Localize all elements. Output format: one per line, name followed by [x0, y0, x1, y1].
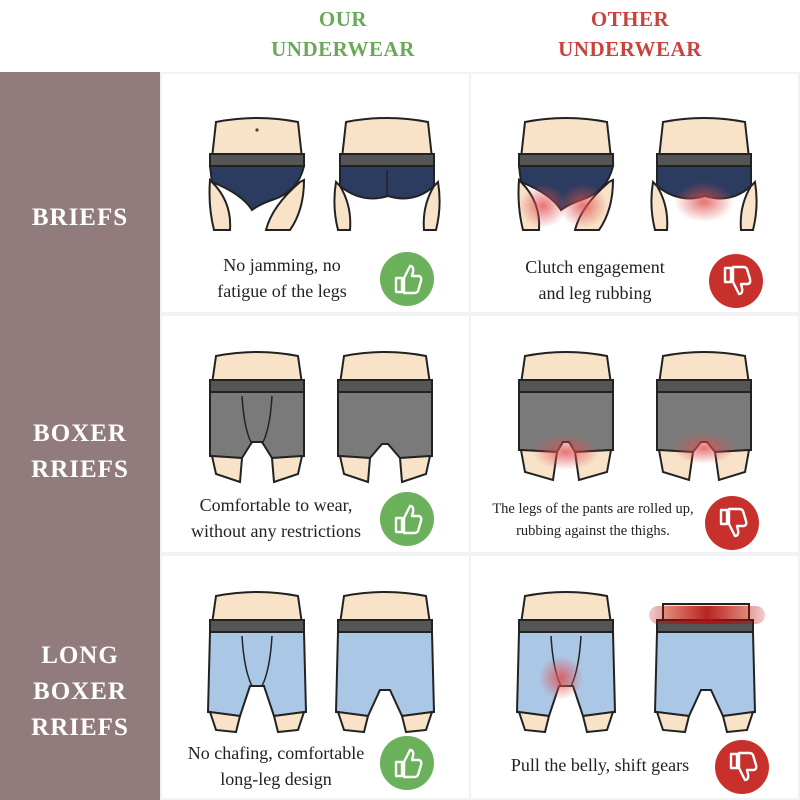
briefs-front-figure [208, 117, 306, 231]
our-briefs-caption: No jamming, no fatigue of the legs [182, 252, 382, 304]
row-label-briefs: BRIEFS [0, 200, 160, 236]
caption-line: Pull the belly, shift gears [510, 755, 690, 775]
caption-line: No jamming, no [223, 255, 341, 275]
our-heading-line2: UNDERWEAR [271, 37, 415, 61]
caption-line: long-leg design [220, 769, 332, 789]
cell-our-long-boxer-briefs: No chafing, comfortable long-leg design [162, 556, 469, 798]
long-boxer-front-figure [206, 591, 308, 734]
boxer-front-problem-figure [518, 351, 614, 482]
caption-line: rubbing against the thighs. [516, 523, 670, 539]
thumbs-down-icon [715, 740, 769, 794]
thumbs-down-icon [709, 254, 763, 308]
cell-other-long-boxer-briefs: Pull the belly, shift gears [471, 556, 798, 798]
row-label-line: RRIEFS [31, 456, 129, 483]
row-label-line: LONG [41, 642, 119, 669]
our-long-boxer-caption: No chafing, comfortable long-leg design [166, 740, 386, 792]
cell-our-briefs: No jamming, no fatigue of the legs [162, 74, 469, 312]
caption-line: Comfortable to wear, [199, 495, 353, 515]
our-boxer-caption: Comfortable to wear, without any restric… [166, 492, 386, 544]
caption-line: The legs of the pants are rolled up, [492, 501, 694, 517]
our-underwear-heading: OUR UNDERWEAR [223, 4, 463, 64]
cell-other-boxer-briefs: The legs of the pants are rolled up, rub… [471, 316, 798, 552]
row-label-line: BOXER [33, 678, 127, 705]
briefs-front-problem-figure [517, 117, 615, 231]
thumbs-up-icon [380, 492, 434, 546]
briefs-back-problem-figure [650, 117, 758, 231]
caption-line: No chafing, comfortable [187, 743, 365, 763]
caption-line: without any restrictions [191, 521, 361, 541]
other-heading-line2: UNDERWEAR [558, 37, 702, 61]
row-label-long-boxer-briefs: LONG BOXER RRIEFS [0, 638, 160, 746]
other-boxer-caption: The legs of the pants are rolled up, rub… [473, 498, 713, 542]
other-briefs-caption: Clutch engagement and leg rubbing [485, 254, 705, 306]
thumbs-up-icon [380, 736, 434, 790]
caption-line: and leg rubbing [538, 283, 652, 303]
cell-other-briefs: Clutch engagement and leg rubbing [471, 74, 798, 312]
cell-our-boxer-briefs: Comfortable to wear, without any restric… [162, 316, 469, 552]
thumbs-down-icon [705, 496, 759, 550]
other-heading-line1: OTHER [590, 7, 670, 31]
our-heading-line1: OUR [318, 7, 368, 31]
row-label-line: BOXER [33, 420, 127, 447]
thumbs-up-icon [380, 252, 434, 306]
row-label-sidebar: BRIEFS BOXER RRIEFS LONG BOXER RRIEFS [0, 72, 160, 800]
row-label-line: BRIEFS [31, 204, 129, 231]
caption-line: Clutch engagement [525, 257, 665, 277]
long-boxer-back-figure [334, 591, 436, 734]
comparison-grid: No jamming, no fatigue of the legs Clutc… [160, 72, 800, 800]
boxer-back-problem-figure [656, 351, 752, 482]
row-label-line: RRIEFS [31, 714, 129, 741]
column-header-bar: OUR UNDERWEAR OTHER UNDERWEAR [0, 0, 800, 72]
long-boxer-front-problem-figure [515, 591, 617, 734]
boxer-front-figure [209, 351, 305, 484]
caption-line: fatigue of the legs [217, 281, 347, 301]
briefs-back-figure [333, 117, 441, 231]
row-label-boxer-briefs: BOXER RRIEFS [0, 416, 160, 488]
long-boxer-back-problem-figure [649, 603, 765, 734]
other-long-boxer-caption: Pull the belly, shift gears [485, 752, 715, 778]
boxer-back-figure [337, 351, 433, 484]
other-underwear-heading: OTHER UNDERWEAR [510, 4, 750, 64]
